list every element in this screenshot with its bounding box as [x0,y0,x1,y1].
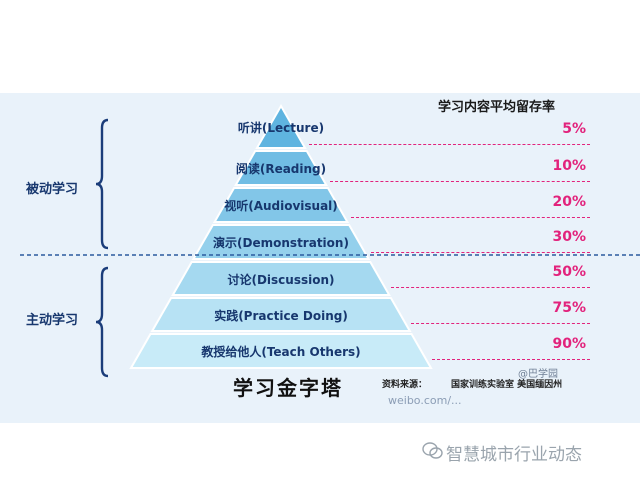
retention-leader-line [390,287,590,288]
retention-percent: 50% [552,264,586,280]
retention-percent: 20% [552,194,586,210]
footer-brand: 智慧城市行业动态 [446,445,582,465]
pyramid-layer-label: 实践(Practice Doing) [214,308,348,323]
retention-percent: 30% [552,229,586,245]
pyramid-layer-label: 演示(Demonstration) [213,236,349,250]
retention-leader-line [370,252,590,253]
pyramid-layer-label: 讨论(Discussion) [227,272,335,287]
diagram-title: 学习金字塔 [233,376,343,400]
pyramid-layer-label: 阅读(Reading) [235,162,327,176]
group-label-passive: 被动学习 [26,182,79,197]
source-label: 资料来源： [382,380,428,390]
retention-leader-line [329,181,590,182]
pyramid-layer-label: 教授给他人(Teach Others) [201,345,361,359]
pyramid-layer-label: 视听(Audiovisual) [224,199,338,213]
pyramid-layer-label: 听讲(Lecture) [237,121,325,135]
pyramid-layer-4 [191,224,371,260]
group-label-active: 主动学习 [26,313,79,328]
retention-leader-line [308,144,590,145]
source-value: 国家训练实验室 美国缅因州 [451,380,563,390]
pyramid-layer-7 [129,333,433,369]
source-citation: 资料来源： 国家训练实验室 美国缅因州 [382,377,562,390]
retention-percent: 75% [552,300,586,316]
pyramid-layer-1 [255,103,307,149]
retention-leader-line [350,217,590,218]
retention-percent: 90% [552,336,586,352]
retention-leader-line [431,359,590,360]
pyramid-layer-2 [234,150,328,186]
brace-passive [95,118,109,250]
pyramid-layer-3 [212,187,350,223]
brace-active [95,266,109,378]
pyramid-layer-5 [171,261,391,296]
retention-percent: 5% [562,121,586,137]
pyramid-layer-6 [150,297,412,332]
wechat-icon [422,442,443,459]
retention-leader-line [411,323,590,324]
watermark-tag: @巴学园 [518,369,558,380]
retention-percent: 10% [552,158,586,174]
retention-column-title: 学习内容平均留存率 [438,100,556,115]
watermark-url: weibo.com/... [388,394,462,407]
